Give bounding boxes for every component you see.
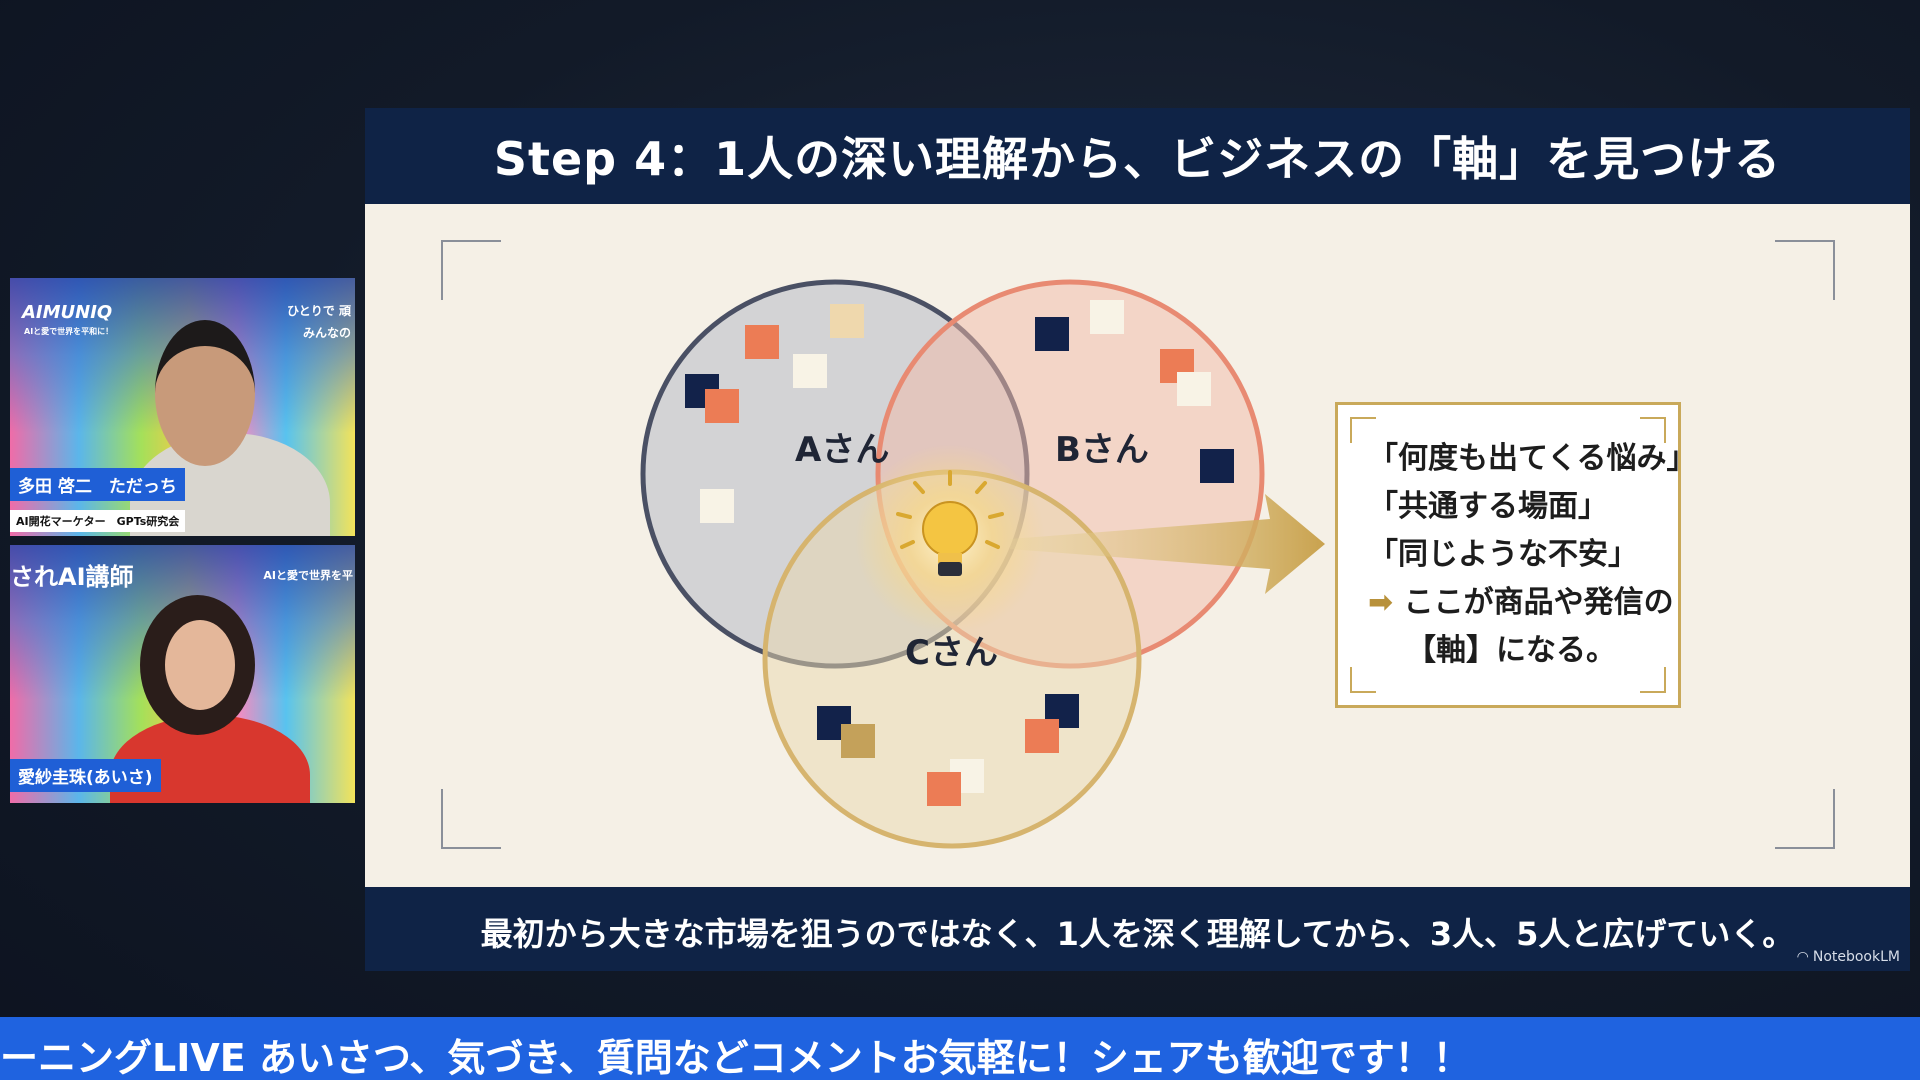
slide-footer-text: 最初から大きな市場を狙うのではなく、1人を深く理解してから、3人、5人と広げてい… — [480, 915, 1795, 953]
participant-1-name: 多田 啓二 ただっち — [10, 468, 185, 501]
slide-title: Step 4：1人の深い理解から、ビジネスの「軸」を見つける — [493, 132, 1782, 186]
callout-text: 「何度も出てくる悩み」 「共通する場面」 「同じような不安」 ➡ ここが商品や発… — [1368, 435, 1697, 675]
frame-corner-top-left — [441, 240, 501, 300]
slide-content: Aさん Bさん Cさん 「何度も出てくる悩み」 「共通する場面」 「同じような不… — [365, 204, 1910, 887]
frame-corner-bottom-left — [441, 789, 501, 849]
frame-corner-bottom-right — [1775, 789, 1835, 849]
circle-b-label: Bさん — [1055, 430, 1149, 470]
sticky-notes-b — [1035, 300, 1234, 483]
circle-a-label: Aさん — [795, 430, 889, 470]
presentation-slide: Step 4：1人の深い理解から、ビジネスの「軸」を見つける — [365, 108, 1910, 971]
venn-diagram: Aさん Bさん Cさん — [640, 279, 1325, 849]
callout-line-4: ここが商品や発信の — [1403, 585, 1674, 620]
ticker-text: ーニングLIVE あいさつ、気づき、質問などコメントお気軽に！シェアも歓迎です！… — [0, 1036, 1471, 1080]
callout-box: 「何度も出てくる悩み」 「共通する場面」 「同じような不安」 ➡ ここが商品や発… — [1335, 402, 1697, 708]
tile-banner-right: AIと愛で世界を平 — [263, 569, 353, 582]
participant-1-head — [155, 320, 255, 466]
callout-line-1: 「何度も出てくる悩み」 — [1368, 441, 1697, 476]
tile-banner-right-2: みんなの — [302, 326, 351, 340]
participant-video-1[interactable]: AIMUNIQ AIと愛で世界を平和に！ ひとりで 頑 みんなの 多田 啓二 た… — [10, 278, 355, 536]
participant-video-2[interactable]: されAI講師 AIと愛で世界を平 愛紗圭珠(あいさ) — [10, 545, 355, 803]
comment-ticker: ーニングLIVE あいさつ、気づき、質問などコメントお気軽に！シェアも歓迎です！… — [0, 1017, 1920, 1080]
slide-footer-bar: 最初から大きな市場を狙うのではなく、1人を深く理解してから、3人、5人と広げてい… — [365, 887, 1910, 971]
tile-brand: されAI講師 — [10, 563, 134, 591]
callout-line-3: 「同じような不安」 — [1368, 537, 1638, 572]
participant-1-subtitle: AI開花マーケター GPTs研究会 — [10, 510, 186, 532]
tile-brand: AIMUNIQ — [22, 302, 113, 323]
notebooklm-icon: ◠ — [1796, 949, 1809, 965]
sticky-notes-c — [817, 694, 1079, 806]
participant-2-name: 愛紗圭珠(あいさ) — [10, 759, 161, 792]
sticky-notes-a — [685, 304, 864, 523]
participant-2-face — [165, 620, 235, 710]
callout-line-5: 【軸】になる。 — [1406, 633, 1616, 668]
notebooklm-watermark: ◠ NotebookLM — [1797, 949, 1900, 965]
frame-corner-top-right — [1775, 240, 1835, 300]
tile-banner-right: ひとりで 頑 — [287, 304, 351, 318]
arrow-icon: ➡ — [1368, 585, 1394, 620]
notebooklm-label: NotebookLM — [1812, 949, 1900, 965]
arrow-right-icon — [1010, 494, 1325, 594]
tile-brand-sub: AIと愛で世界を平和に！ — [24, 327, 114, 336]
callout-line-2: 「共通する場面」 — [1368, 489, 1608, 524]
circle-c-label: Cさん — [905, 633, 998, 673]
slide-title-bar: Step 4：1人の深い理解から、ビジネスの「軸」を見つける — [365, 108, 1910, 204]
lightbulb-icon — [896, 470, 1004, 576]
